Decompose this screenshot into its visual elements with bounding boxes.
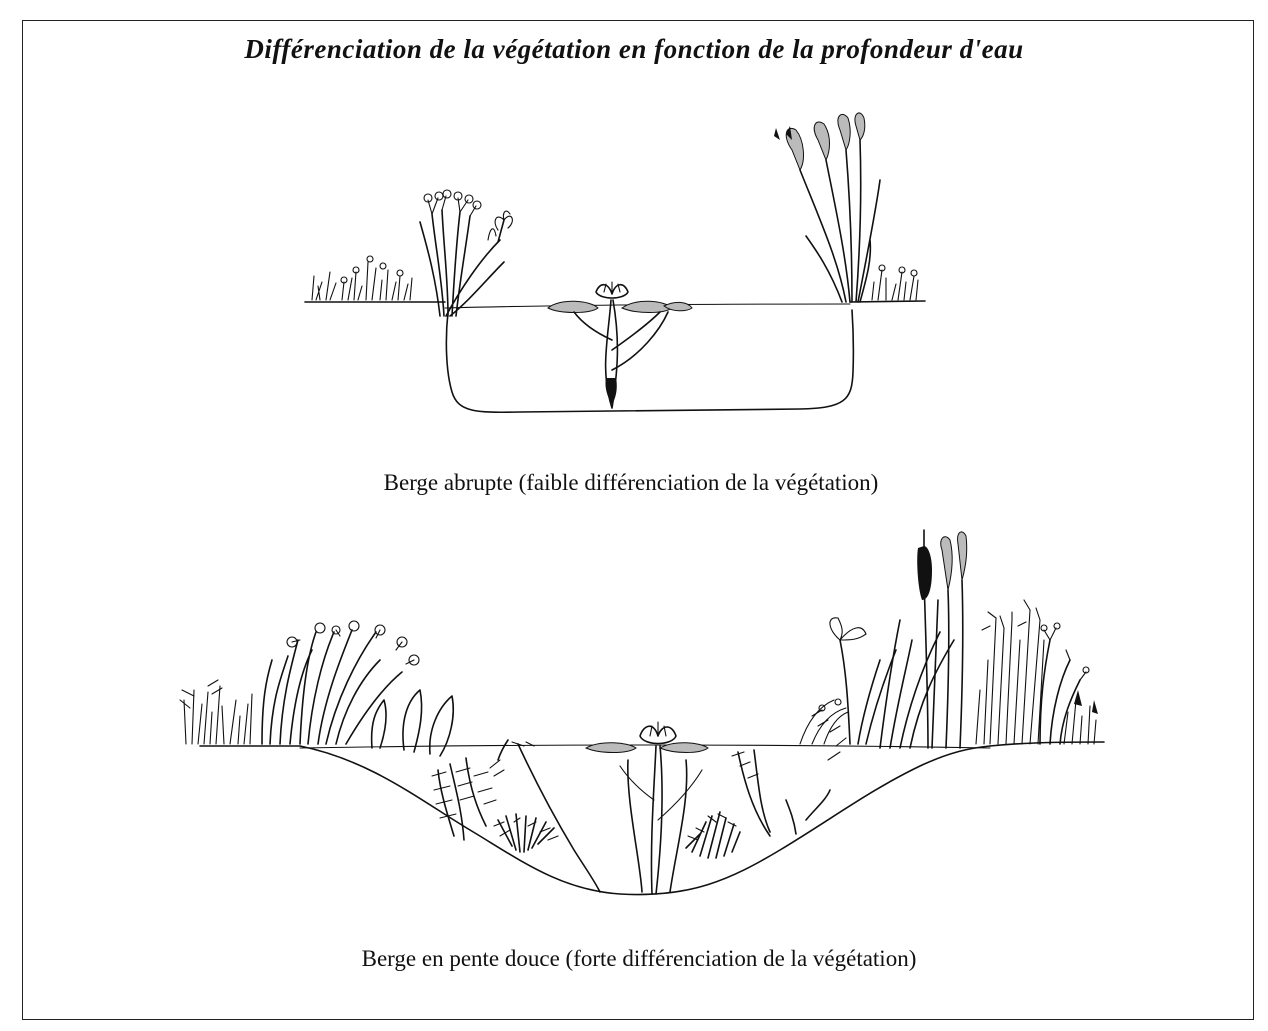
gentle-submerged-left-plants: [432, 740, 600, 892]
steep-bank-basin: [446, 310, 853, 412]
gentle-submerged-right-plants: [686, 750, 830, 858]
steep-bank-illustration: [305, 113, 925, 412]
gentle-left-shore-herbs: [180, 621, 453, 756]
steep-left-shore-plants: [312, 256, 412, 300]
steep-water-lily: [548, 282, 692, 408]
gentle-bank-basin: [300, 746, 990, 895]
gentle-right-bank-marsh: [800, 530, 1098, 760]
steep-right-reed-clump: [774, 113, 918, 302]
gentle-water-lily: [586, 722, 708, 894]
gentle-bank-ground-right: [990, 742, 1104, 746]
steep-bank-caption: Berge abrupte (faible différenciation de…: [0, 470, 1265, 496]
steep-left-marsh-clump: [420, 190, 512, 316]
gentle-bank-caption: Berge en pente douce (forte différenciat…: [5, 946, 1268, 972]
steep-bank-ground-right: [850, 301, 925, 302]
gentle-bank-illustration: [180, 530, 1104, 895]
